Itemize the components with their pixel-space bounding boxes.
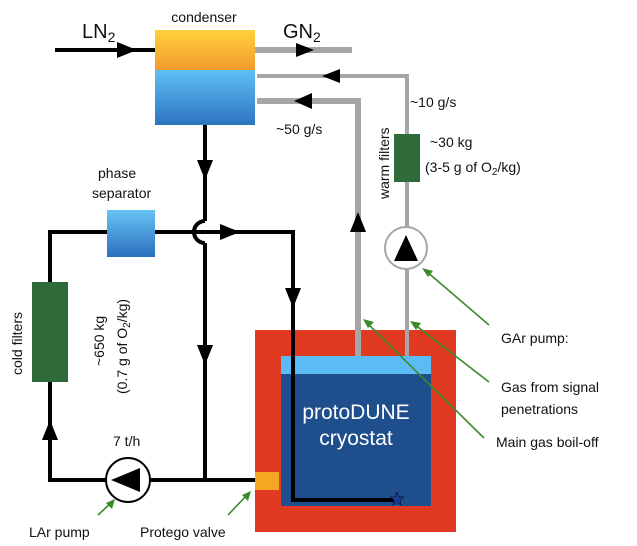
warm-return-arrow bbox=[322, 69, 340, 83]
warm-return-line bbox=[257, 74, 409, 134]
cold-filters bbox=[32, 282, 68, 382]
gas-flow-arrows bbox=[294, 43, 366, 232]
condenser-top bbox=[155, 30, 255, 70]
phase-separator-left-line bbox=[48, 230, 107, 282]
gas-signal-pointer-head bbox=[410, 321, 421, 330]
gar-pump-triangle-icon bbox=[394, 235, 418, 261]
bypass-down-arrow bbox=[197, 345, 213, 365]
protego-label: Protego valve bbox=[140, 524, 226, 540]
cryostat: protoDUNE cryostat bbox=[255, 330, 456, 532]
gar-pump-label: GAr pump: bbox=[501, 330, 569, 346]
rate-7-label: 7 t/h bbox=[113, 433, 140, 449]
gar-pump bbox=[384, 226, 428, 270]
lar-pump-label: LAr pump bbox=[29, 524, 90, 540]
warm-filters bbox=[394, 134, 420, 182]
cold-filters-label: cold filters bbox=[9, 312, 25, 375]
gas-signal-pointer bbox=[413, 323, 490, 383]
gas-signal-label-line2: penetrations bbox=[501, 401, 578, 417]
phase-separator-label-line2: separator bbox=[92, 185, 151, 201]
o2-650-label: (0.7 g of O2/kg) bbox=[114, 299, 133, 394]
cryostat-gas-layer bbox=[281, 356, 431, 374]
lar-pump bbox=[105, 457, 151, 503]
condenser: condenser bbox=[155, 9, 255, 125]
annotation-arrows bbox=[97, 268, 490, 516]
kg-30-label: ~30 kg bbox=[430, 134, 472, 150]
boiloff-pointer-head bbox=[363, 319, 374, 328]
ln2-flow-arrow bbox=[117, 42, 137, 58]
cold-filter-return-line bbox=[48, 382, 105, 482]
gar-pump-pointer bbox=[425, 270, 490, 326]
phase-separator-label-line1: phase bbox=[98, 165, 136, 181]
kg-650-label: ~650 kg bbox=[91, 316, 107, 366]
protego-pointer-head bbox=[242, 491, 251, 501]
condenser-down-arrow bbox=[197, 160, 213, 180]
main-boiloff-label: Main gas boil-off bbox=[496, 434, 599, 450]
flow-10-label: ~10 g/s bbox=[410, 94, 456, 110]
gar-pump-pointer-head bbox=[422, 268, 433, 277]
condenser-bottom bbox=[155, 70, 255, 125]
cryostat-down-arrow bbox=[285, 288, 301, 308]
boiloff-return-arrow bbox=[294, 93, 312, 109]
liquid-flow-arrows bbox=[42, 42, 301, 440]
cryostat-label-line1: protoDUNE bbox=[302, 401, 409, 424]
lar-pump-triangle-icon bbox=[111, 468, 140, 492]
warm-filters-label: warm filters bbox=[376, 127, 392, 200]
main-boiloff-line bbox=[257, 98, 361, 356]
cryostat-inner-vessel bbox=[281, 356, 431, 506]
gn2-flow-arrow bbox=[296, 43, 314, 57]
gas-lines bbox=[255, 47, 409, 356]
cold-filter-up-arrow bbox=[42, 420, 58, 440]
boiloff-up-arrow bbox=[350, 212, 366, 232]
o2-30-label: (3-5 g of O2/kg) bbox=[425, 159, 521, 178]
gn2-label: GN2 bbox=[283, 21, 321, 45]
phase-separator bbox=[107, 210, 155, 257]
lar-pump-pointer-head bbox=[106, 499, 115, 509]
ln2-label: LN2 bbox=[82, 21, 116, 45]
protego-valve bbox=[255, 472, 279, 490]
flow-50-label: ~50 g/s bbox=[276, 121, 322, 137]
gas-signal-label-line1: Gas from signal bbox=[501, 379, 599, 395]
inlet-star-icon bbox=[389, 491, 405, 506]
crossover-right-arrow bbox=[220, 224, 240, 240]
condenser-label: condenser bbox=[171, 9, 237, 25]
boiloff-pointer bbox=[366, 322, 485, 439]
cryostat-label-line2: cryostat bbox=[319, 427, 393, 450]
